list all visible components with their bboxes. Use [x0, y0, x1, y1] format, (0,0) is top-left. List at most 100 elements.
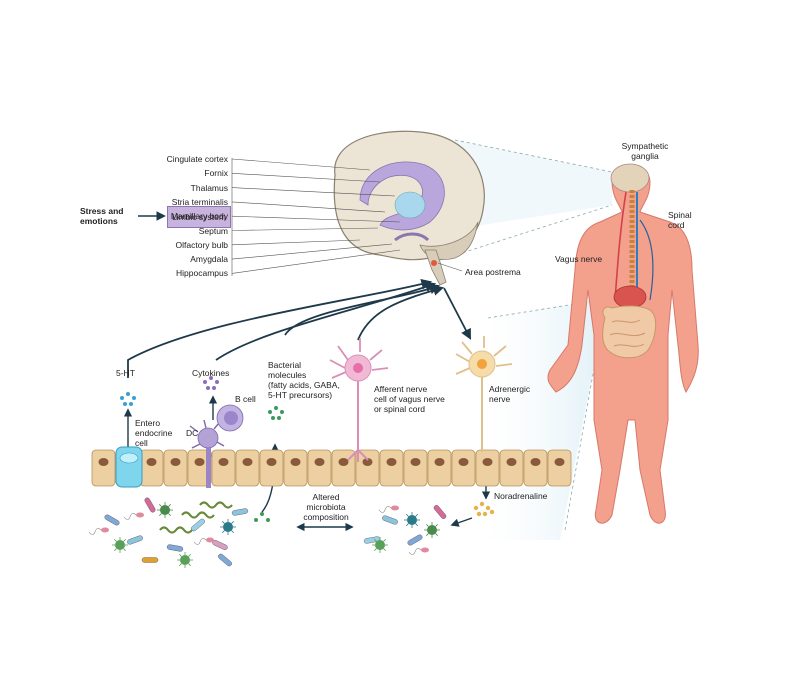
rod-bacterium — [191, 518, 205, 532]
flagellated-bacterium — [378, 505, 399, 513]
rod-bacterium — [104, 514, 120, 526]
leader-line — [231, 215, 401, 223]
afferent-pathway — [357, 285, 445, 341]
coccus-bacterium — [372, 537, 388, 553]
thalamus — [394, 191, 426, 219]
efferent-nerve — [639, 219, 654, 301]
coccus-bacterium — [424, 522, 440, 538]
coccus-bacterium — [177, 552, 193, 568]
epithelial-cell — [403, 449, 428, 487]
epithelial-cell — [139, 449, 164, 487]
human-body — [547, 163, 699, 524]
coccus-bacterium — [404, 512, 420, 528]
brain-label: Hippocampus — [176, 268, 228, 279]
epithelial-cell — [355, 449, 380, 487]
limbic-system-box: Limbic system — [167, 206, 231, 228]
epithelial-cell — [427, 449, 452, 487]
intestine-folds — [609, 319, 646, 347]
b-cell-label: B cell — [235, 394, 256, 404]
leader-line — [231, 249, 401, 274]
noradrenaline-dot — [485, 505, 491, 511]
noradrenaline-dot — [489, 509, 495, 515]
efferent-pathway — [443, 287, 471, 340]
brain-label: Stria terminalis — [171, 196, 228, 207]
leader-line — [231, 239, 361, 246]
serotonin-dot — [123, 402, 127, 406]
epithelial-cell — [523, 449, 548, 487]
rod-bacterium — [407, 534, 423, 546]
rod-bacterium — [141, 557, 159, 563]
epithelial-cell — [307, 449, 332, 487]
bacterial-molecule-dot — [271, 416, 275, 420]
brain-label: Fornix — [204, 168, 228, 179]
bacterial-molecule-dot — [268, 410, 272, 414]
noradrenaline-dot — [476, 511, 482, 517]
dc-label: DC — [186, 428, 199, 438]
spiral-bacterium — [181, 511, 215, 519]
cytokine-pathway — [215, 281, 437, 361]
brain — [333, 130, 485, 286]
limbic-structure — [359, 161, 445, 231]
serotonin-dot — [120, 396, 124, 400]
stomach — [613, 285, 647, 309]
beam-line — [487, 299, 601, 319]
brainstem — [424, 249, 447, 286]
spiral-bacterium — [199, 501, 233, 509]
coccus-bacterium — [220, 519, 236, 535]
rod-bacterium — [218, 553, 232, 567]
leader-line — [231, 227, 379, 231]
brain-label: Thalamus — [190, 182, 228, 193]
epithelial-cell — [283, 449, 308, 487]
rod-bacterium — [231, 508, 249, 516]
leader-line — [231, 187, 396, 197]
adrenergic-nerve-label: Adrenergic nerve — [489, 384, 531, 404]
rod-bacterium — [382, 515, 398, 525]
epithelial-cell — [379, 449, 404, 487]
noradrenaline-dot — [482, 511, 488, 517]
brain-label: Cingulate cortex — [166, 154, 228, 164]
leader-line — [231, 243, 393, 260]
rod-bacterium — [433, 505, 447, 519]
leader-line — [231, 173, 381, 183]
epithelial-cell — [259, 449, 284, 487]
cytokine-dot — [212, 386, 216, 390]
cytokine-dot — [215, 380, 219, 384]
cytokine-dot — [203, 380, 207, 384]
epithelial-cell — [547, 449, 572, 487]
rod-bacterium — [127, 535, 143, 545]
stress-label: Stress and emotions — [80, 206, 124, 226]
vagus-nerve — [614, 191, 627, 301]
brain-label: Olfactory bulb — [175, 239, 228, 250]
serotonin-dot — [132, 396, 136, 400]
ht-pathway — [127, 278, 433, 378]
epithelial-cell — [163, 449, 188, 487]
epithelial-cell — [235, 449, 260, 487]
epithelial-cell — [91, 449, 116, 487]
rod-bacterium — [144, 497, 156, 513]
noradrenaline-dot — [479, 501, 485, 507]
flagellated-bacterium — [408, 547, 429, 555]
adrenergic-neuron — [455, 336, 513, 452]
gut-brain-pathways — [127, 278, 471, 378]
cytokine-dot — [209, 376, 213, 380]
beam-line — [454, 139, 613, 173]
flagellated-bacterium — [88, 527, 109, 535]
coccus-bacterium — [157, 502, 173, 518]
bacterial-molecule-dot — [254, 518, 258, 522]
coccus-bacterium — [112, 537, 128, 553]
spiral-bacterium — [159, 526, 193, 534]
serotonin-dot — [126, 392, 130, 396]
epithelial-cell — [451, 449, 476, 487]
rod-bacterium — [166, 544, 184, 552]
afferent-nerve-label: Afferent nerve cell of vagus nerve or sp… — [374, 384, 445, 414]
rod-bacterium — [212, 539, 228, 551]
noradrenaline-microbe-arrow — [450, 517, 473, 527]
epithelial-cell — [211, 449, 236, 487]
brain-beam — [450, 140, 612, 230]
bacterial-molecule-dot — [266, 518, 270, 522]
dc-process — [206, 448, 211, 488]
enteroendocrine-label: Entero endocrine cell — [135, 418, 173, 448]
intestines — [602, 305, 657, 359]
